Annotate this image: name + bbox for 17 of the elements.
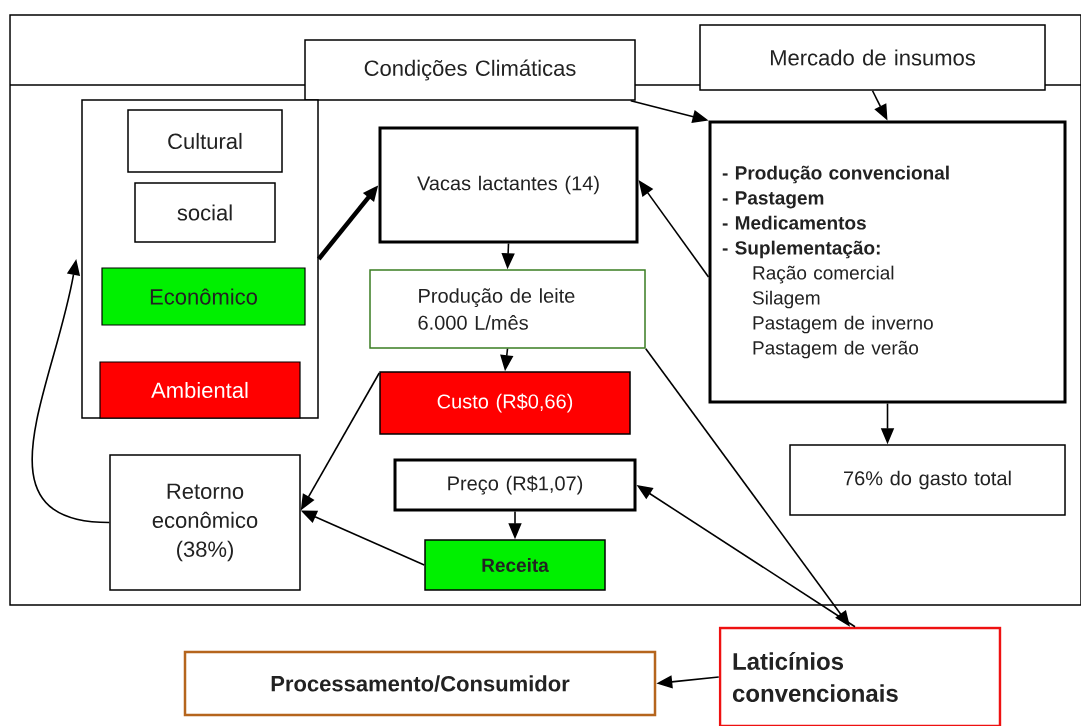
- process-box: Processamento/Consumidor: [183, 650, 657, 717]
- process-box: Retorno econômico (38%): [109, 454, 301, 591]
- process-box: Laticínios convencionais: [718, 626, 1002, 726]
- process-box: Produção de leite 6.000 L/mês: [369, 269, 646, 349]
- process-box: Cultural: [127, 109, 283, 173]
- process-box: Mercado de insumos: [699, 24, 1046, 91]
- process-box: Condições Climáticas: [304, 39, 636, 101]
- process-box: Vacas lactantes (14): [378, 126, 639, 244]
- process-box: 76% do gasto total: [789, 444, 1066, 516]
- process-box: Receita: [424, 539, 606, 591]
- process-box: social: [134, 182, 276, 243]
- process-box: Preço (R$1,07): [393, 458, 637, 512]
- process-box: Econômico: [101, 267, 306, 326]
- process-box: Ambiental: [99, 361, 301, 419]
- arrow: [638, 180, 710, 278]
- process-box: Custo (R$0,66): [379, 371, 631, 435]
- list-box: - Produção convencional - Pastagem - Medicamentos - Suplementação: Ração comercial Silagem Pastagem de inverno Pastagem de verão: [708, 120, 1067, 404]
